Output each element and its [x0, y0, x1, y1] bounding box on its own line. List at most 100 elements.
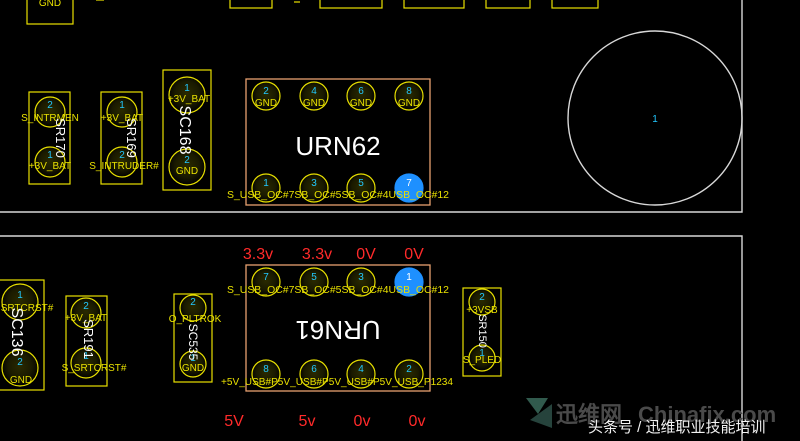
partial-component-top-left: GND [26, 0, 74, 25]
pad[interactable] [346, 173, 376, 203]
pad[interactable] [168, 76, 206, 114]
pin1-highlight-pad[interactable] [394, 173, 424, 203]
pad[interactable] [106, 96, 138, 128]
pin-number: 2 [406, 364, 412, 375]
component-urn62[interactable]: 2 4 6 8 GND GND GND GND URN62 1 3 5 7 S_… [227, 78, 449, 206]
pin1-highlight-pad[interactable] [394, 267, 424, 297]
pad[interactable] [34, 96, 66, 128]
component-sc535[interactable]: 2 1 O_PLTROK GND SC535 [169, 293, 222, 383]
pad[interactable] [346, 81, 376, 111]
component-sr150[interactable]: 2 1 +3VSB S_PLED SR150 [462, 287, 502, 377]
pad[interactable] [394, 359, 424, 389]
partial-components-top-edge [96, 0, 599, 9]
pin-number: 2 [184, 155, 190, 166]
pad[interactable] [168, 148, 206, 186]
voltage-label: 0v [354, 413, 371, 430]
watermark-caption: 头条号 / 迅维职业技能培训 [588, 419, 766, 436]
pad[interactable] [1, 283, 39, 321]
pin-number: 7 [406, 178, 412, 189]
pin-number: 2 [47, 100, 53, 111]
pin-number: 2 [479, 292, 485, 303]
pin-number: 3 [311, 178, 317, 189]
pad[interactable] [251, 81, 281, 111]
component-urn61[interactable]: 7 5 3 1 S_USB_OC#7SB_OC#5SB_OC#4USB_OC#1… [221, 264, 453, 392]
pad[interactable] [1, 349, 39, 387]
pad[interactable] [70, 297, 102, 329]
pad[interactable] [251, 359, 281, 389]
voltage-annotations-top: 3.3v 3.3v 0V 0V [243, 246, 424, 263]
pin-number: 8 [263, 364, 269, 375]
watermark: 迅维网 Chinafix.com 头条号 / 迅维职业技能培训 [526, 398, 776, 436]
pad[interactable] [179, 294, 207, 322]
net-label: S_INTRUDER# [89, 161, 159, 172]
pad[interactable] [251, 267, 281, 297]
pin-number: 2 [83, 301, 89, 312]
net-label: GND [398, 98, 420, 109]
pad[interactable] [299, 81, 329, 111]
pad[interactable] [468, 288, 496, 316]
pad[interactable] [34, 146, 66, 178]
urn61-bottom-pads: 8 6 4 2 +5V_USB#P5V_USB#P5V_USB#P5V_USB_… [221, 359, 453, 389]
net-label: GND [303, 98, 325, 109]
voltage-label: 0V [356, 246, 376, 263]
pin-number: 2 [17, 357, 23, 368]
net-label: GND [350, 98, 372, 109]
component-sc136[interactable]: 1 2 SRTCRST# GND SC136 [0, 279, 54, 391]
urn62-bottom-pads: 1 3 5 7 S_USB_OC#7SB_OC#5SB_OC#4USB_OC#1… [227, 173, 449, 203]
pad[interactable] [70, 347, 102, 379]
pad[interactable] [251, 173, 281, 203]
board-outline-bottom [0, 235, 743, 441]
net-labels-overlapping: +5V_USB#P5V_USB#P5V_USB#P5V_USB_P1234 [221, 377, 453, 388]
net-label: S_PLED [463, 355, 501, 366]
component-sr191[interactable]: 2 1 +3V_BAT S_SRTCRST# SR191 [62, 295, 127, 387]
pin-number: 5 [358, 178, 364, 189]
pin-number: 1 [119, 100, 125, 111]
pad[interactable] [179, 350, 207, 378]
net-label: SRTCRST# [1, 303, 54, 314]
voltage-annotations-bottom: 5V 5v 0v 0v [224, 413, 425, 430]
refdes-rotated: URN61 [295, 315, 380, 345]
voltage-label: 5v [299, 413, 316, 430]
pad[interactable] [468, 344, 496, 372]
net-label: GND [10, 375, 32, 386]
mounting-hole[interactable]: 1 [567, 30, 743, 206]
voltage-label: 3.3v [302, 246, 332, 263]
voltage-label: 0V [404, 246, 424, 263]
pad[interactable] [299, 267, 329, 297]
pad[interactable] [346, 267, 376, 297]
pin-number: 7 [263, 272, 269, 283]
pin-number: 2 [190, 297, 196, 308]
component-sc168[interactable]: 1 2 +3V_BAT GND SC168 [162, 69, 212, 191]
refdes: SC168 [176, 106, 193, 155]
watermark-logo-icon [526, 398, 552, 428]
pin-number: 1 [479, 348, 485, 359]
partial-net-label: GND [39, 0, 61, 9]
watermark-brand-cn: 迅维网 [556, 402, 622, 427]
component-sr170[interactable]: 2 1 S_INTRMEN +3V_BAT SR170 [21, 91, 79, 185]
pad[interactable] [299, 173, 329, 203]
pin-number: 4 [311, 86, 317, 97]
net-label: S_SRTCRST# [62, 363, 127, 374]
voltage-label: 0v [409, 413, 426, 430]
net-label: GND [255, 98, 277, 109]
pad[interactable] [106, 146, 138, 178]
net-label: O_PLTROK [169, 314, 222, 325]
refdes: URN62 [295, 131, 380, 161]
refdes: SR169 [124, 118, 139, 158]
pin-number: 1 [83, 351, 89, 362]
refdes: SR191 [81, 319, 96, 359]
pin-number: 6 [358, 86, 364, 97]
component-sr169[interactable]: 1 2 +3V_BAT S_INTRUDER# SR169 [89, 91, 159, 185]
watermark-brand-en: Chinafix.com [638, 402, 776, 427]
pad[interactable] [394, 81, 424, 111]
urn62-top-pads: 2 4 6 8 GND GND GND GND [251, 81, 424, 111]
pin-number: 1 [406, 272, 412, 283]
pad[interactable] [299, 359, 329, 389]
pin-number: 5 [311, 272, 317, 283]
net-labels-overlapping: S_USB_OC#7SB_OC#5SB_OC#4USB_OC#12 [227, 285, 449, 296]
net-label: GND [182, 363, 204, 374]
net-label: +3VSB [466, 305, 498, 316]
pin-number: 1 [190, 353, 196, 364]
pad[interactable] [346, 359, 376, 389]
voltage-label: 5V [224, 413, 244, 430]
